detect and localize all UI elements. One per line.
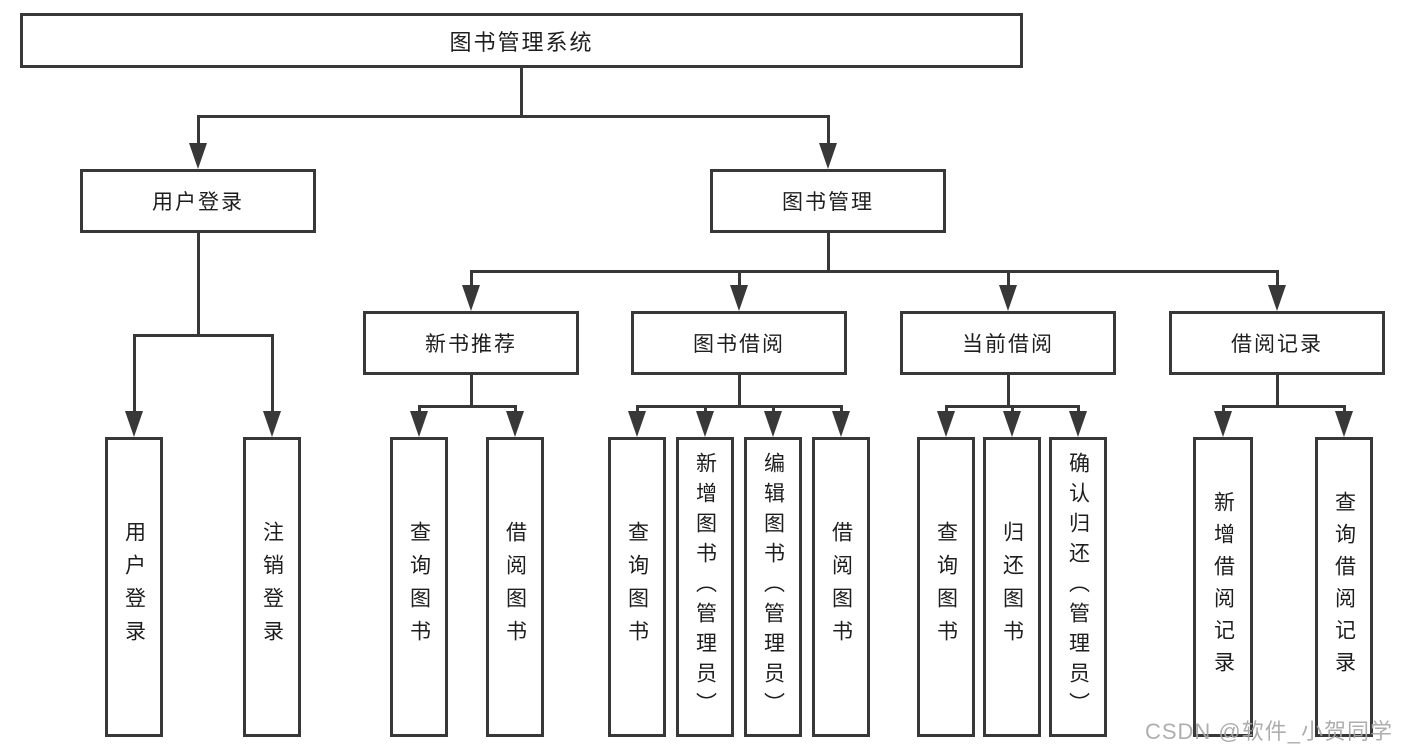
- connector-horizontal: [417, 405, 517, 408]
- connector-arrow-shaft: [737, 270, 741, 287]
- connector-arrow-shaft: [826, 115, 830, 147]
- leaf-label: 用户登录: [122, 521, 146, 653]
- leaf-label: 新增图书（管理员）: [693, 452, 717, 722]
- leaf-label: 新增借阅记录: [1211, 491, 1235, 683]
- node-user-login: 用户登录: [80, 169, 316, 233]
- connector-arrow-shaft: [469, 270, 473, 287]
- connector-root-horizontal: [196, 115, 830, 118]
- node-leaf-borrow-books-1: 借阅图书: [486, 437, 544, 737]
- node-new-book-recommend-label: 新书推荐: [425, 333, 517, 356]
- connector-level3-horizontal: [469, 270, 1279, 273]
- arrow-down-icon: [263, 411, 281, 437]
- connector-book-mgmt-trunk: [826, 233, 830, 273]
- connector-trunk: [737, 375, 741, 408]
- connector-arrow-shaft: [417, 405, 421, 415]
- arrow-down-icon: [999, 285, 1017, 311]
- node-leaf-query-books-2: 查询图书: [608, 437, 666, 737]
- node-root-label: 图书管理系统: [449, 29, 594, 55]
- leaf-label: 归还图书: [1000, 521, 1024, 653]
- node-leaf-user-login: 用户登录: [105, 437, 163, 737]
- arrow-down-icon: [1214, 411, 1232, 437]
- connector-trunk: [1275, 375, 1279, 408]
- connector-arrow-shaft: [944, 405, 948, 415]
- arrow-down-icon: [1003, 411, 1021, 437]
- leaf-label: 查询图书: [625, 521, 649, 653]
- arrow-down-icon: [1069, 411, 1087, 437]
- arrow-down-icon: [1268, 285, 1286, 311]
- node-borrow-records-label: 借阅记录: [1231, 333, 1323, 356]
- node-current-borrow: 当前借阅: [900, 311, 1116, 375]
- connector-arrow-shaft: [132, 334, 136, 413]
- connector-arrow-shaft: [771, 405, 775, 415]
- node-book-management: 图书管理: [710, 169, 946, 233]
- csdn-watermark: CSDN @软件_小贺同学: [1144, 719, 1393, 744]
- node-leaf-query-borrow-record: 查询借阅记录: [1315, 437, 1373, 737]
- leaf-label: 确认归还（管理员）: [1066, 452, 1090, 722]
- leaf-label: 查询图书: [407, 521, 431, 653]
- connector-user-login-trunk: [196, 233, 200, 336]
- node-leaf-borrow-books-2: 借阅图书: [812, 437, 870, 737]
- connector-arrow-shaft: [1221, 405, 1225, 415]
- arrow-down-icon: [125, 411, 143, 437]
- leaf-label: 编辑图书（管理员）: [761, 452, 785, 722]
- leaf-label: 查询借阅记录: [1332, 491, 1356, 683]
- arrow-down-icon: [189, 143, 207, 169]
- node-book-borrow: 图书借阅: [631, 311, 847, 375]
- leaf-label: 借阅图书: [829, 521, 853, 653]
- arrow-down-icon: [832, 411, 850, 437]
- connector-root-trunk: [519, 68, 523, 118]
- connector-trunk: [1006, 375, 1010, 408]
- connector-arrow-shaft: [1010, 405, 1014, 415]
- node-book-management-label: 图书管理: [782, 191, 874, 214]
- node-leaf-edit-book-admin: 编辑图书（管理员）: [744, 437, 802, 737]
- connector-arrow-shaft: [513, 405, 517, 415]
- connector-trunk: [469, 375, 473, 408]
- connector-arrow-shaft: [839, 405, 843, 415]
- arrow-down-icon: [937, 411, 955, 437]
- node-leaf-add-borrow-record: 新增借阅记录: [1193, 437, 1253, 737]
- arrow-down-icon: [1335, 411, 1353, 437]
- arrow-down-icon: [506, 411, 524, 437]
- leaf-label: 查询图书: [934, 521, 958, 653]
- arrow-down-icon: [819, 143, 837, 169]
- connector-arrow-shaft: [1076, 405, 1080, 415]
- connector-horizontal: [635, 405, 843, 408]
- node-leaf-query-books-3: 查询图书: [917, 437, 975, 737]
- connector-arrow-shaft: [703, 405, 707, 415]
- connector-arrow-shaft: [196, 115, 200, 147]
- node-root: 图书管理系统: [20, 13, 1023, 68]
- node-leaf-logout: 注销登录: [243, 437, 301, 737]
- connector-arrow-shaft: [1275, 270, 1279, 287]
- node-current-borrow-label: 当前借阅: [962, 333, 1054, 356]
- connector-arrow-shaft: [270, 334, 274, 413]
- connector-arrow-shaft: [1342, 405, 1346, 415]
- arrow-down-icon: [696, 411, 714, 437]
- node-user-login-label: 用户登录: [152, 191, 244, 214]
- arrow-down-icon: [628, 411, 646, 437]
- node-new-book-recommend: 新书推荐: [363, 311, 579, 375]
- arrow-down-icon: [730, 285, 748, 311]
- node-borrow-records: 借阅记录: [1169, 311, 1385, 375]
- connector-horizontal: [1221, 405, 1346, 408]
- node-leaf-add-book-admin: 新增图书（管理员）: [676, 437, 734, 737]
- node-book-borrow-label: 图书借阅: [693, 333, 785, 356]
- arrow-down-icon: [410, 411, 428, 437]
- node-leaf-return-book: 归还图书: [983, 437, 1041, 737]
- node-leaf-query-books-1: 查询图书: [390, 437, 448, 737]
- connector-arrow-shaft: [1006, 270, 1010, 287]
- arrow-down-icon: [462, 285, 480, 311]
- connector-arrow-shaft: [635, 405, 639, 415]
- connector-user-login-horizontal: [132, 334, 274, 337]
- leaf-label: 借阅图书: [503, 521, 527, 653]
- leaf-label: 注销登录: [260, 521, 284, 653]
- arrow-down-icon: [764, 411, 782, 437]
- node-leaf-confirm-return-admin: 确认归还（管理员）: [1049, 437, 1107, 737]
